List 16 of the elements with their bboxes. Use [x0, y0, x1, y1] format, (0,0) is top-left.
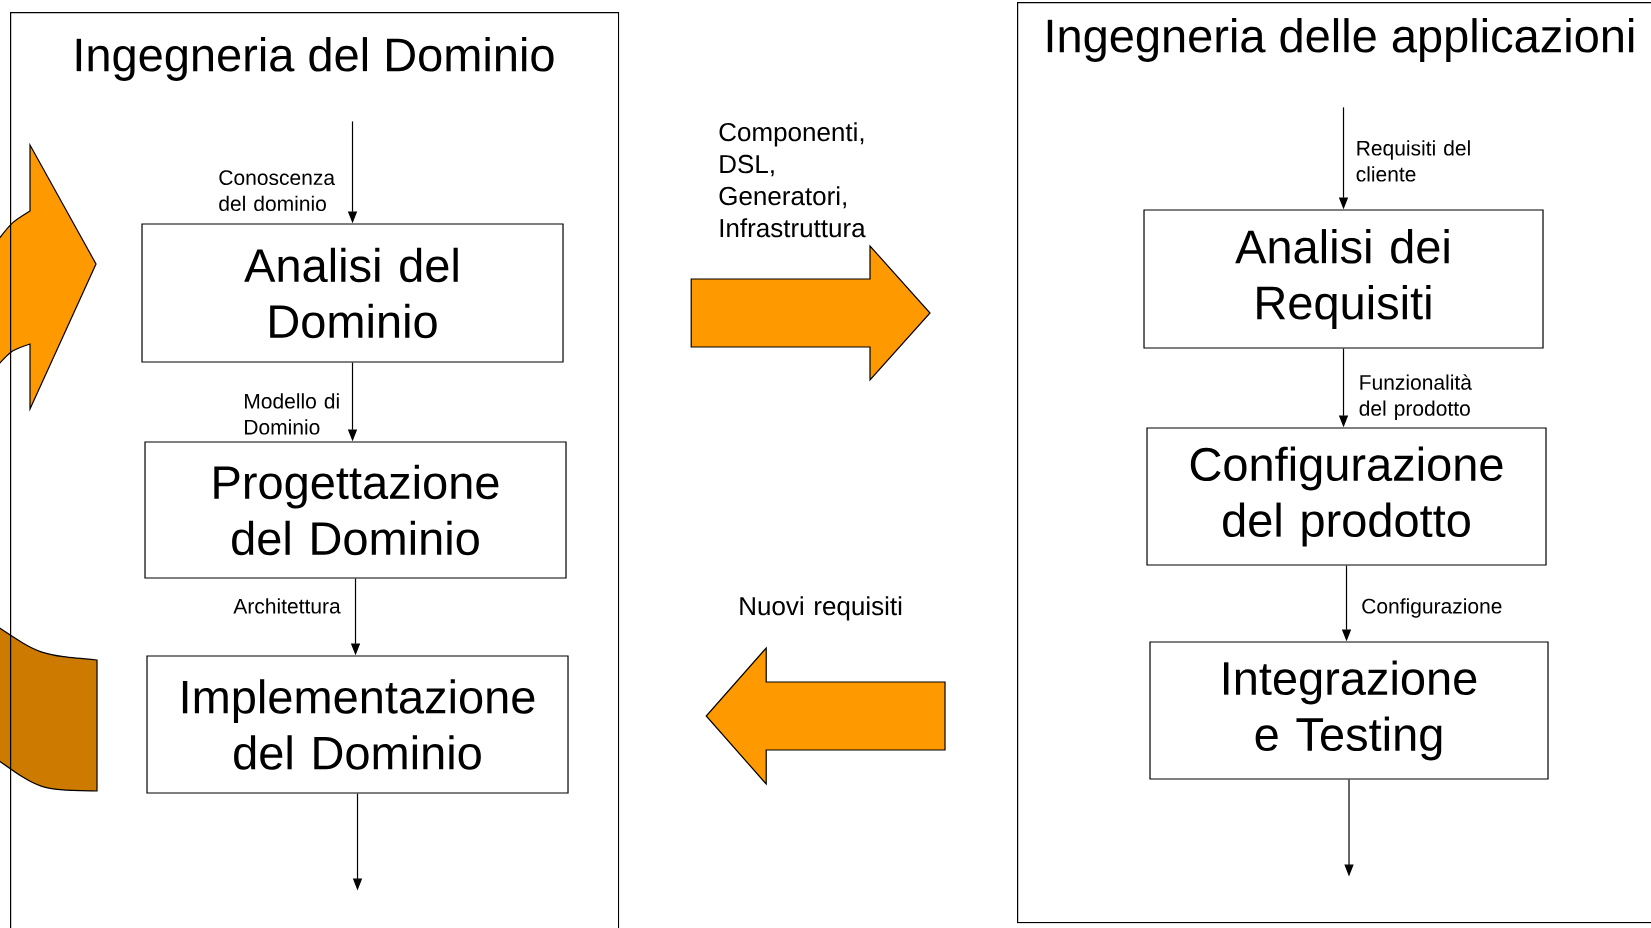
block-arrow	[705, 646, 946, 786]
edge-label: Configurazione	[1362, 598, 1502, 618]
process-box: Integrazione e Testing	[1149, 641, 1549, 780]
edge-label: Funzionalità del prodotto	[1359, 374, 1472, 420]
process-box: Analisi del Dominio	[141, 223, 564, 363]
edge-label: Modello di Dominio	[245, 393, 339, 435]
process-box: Progettazione del Dominio	[144, 441, 567, 579]
edge-label: Conoscenza del dominio	[219, 170, 336, 212]
block-arrow	[690, 244, 931, 382]
process-box: Implementazione del Dominio	[146, 655, 569, 794]
edge-label: Architettura	[233, 598, 341, 614]
process-box: Analisi dei Requisiti	[1143, 209, 1544, 349]
edge-label: Componenti, DSL, Generatori, Infrastruttura	[719, 122, 866, 238]
edge-label: Nuovi requisiti	[740, 596, 902, 621]
process-box: Configurazione del prodotto	[1146, 427, 1547, 566]
edge-label: Requisiti del cliente	[1356, 140, 1470, 182]
